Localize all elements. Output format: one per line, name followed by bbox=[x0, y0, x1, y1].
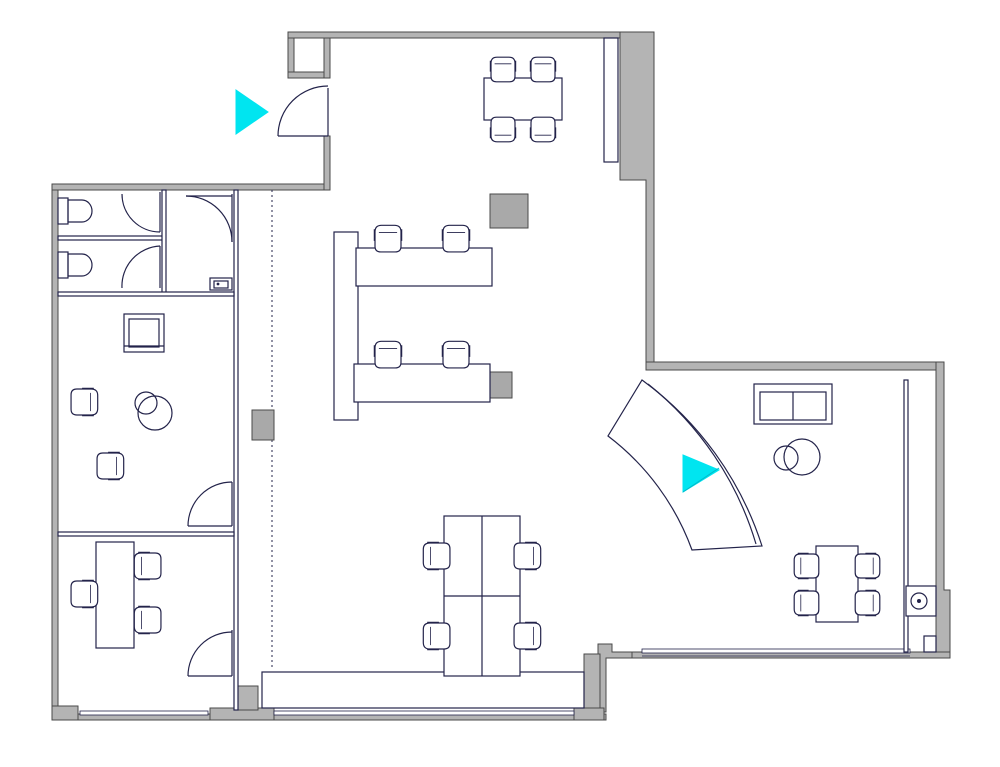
workstation-desk bbox=[355, 247, 493, 287]
toilet-icon bbox=[57, 197, 93, 225]
chair-icon bbox=[133, 605, 162, 635]
workstation-desk bbox=[353, 363, 491, 403]
chair-icon bbox=[793, 589, 820, 617]
desk-cluster bbox=[443, 515, 521, 677]
doors bbox=[121, 85, 329, 677]
chair-icon bbox=[489, 116, 517, 143]
sink-icon bbox=[209, 277, 233, 291]
door-swing-icon[interactable] bbox=[121, 192, 161, 233]
armchair-icon bbox=[123, 313, 165, 353]
chair-icon bbox=[96, 451, 125, 481]
sink-icon bbox=[905, 585, 937, 617]
toilet-icon bbox=[57, 251, 93, 279]
exterior-walls bbox=[51, 31, 951, 721]
windows bbox=[79, 648, 911, 716]
round-table-icon bbox=[134, 391, 173, 431]
chair-icon bbox=[70, 387, 99, 417]
arrow-marker-icon bbox=[235, 89, 269, 135]
chair-icon bbox=[513, 541, 542, 571]
office-desk bbox=[95, 541, 135, 649]
wc-fixtures bbox=[57, 197, 233, 291]
interior-partitions bbox=[57, 189, 937, 711]
chair-icon bbox=[441, 340, 471, 369]
entrance-markers bbox=[235, 89, 721, 493]
chair-icon bbox=[489, 56, 517, 83]
chair-icon bbox=[441, 224, 471, 253]
door-swing-icon[interactable] bbox=[187, 630, 233, 677]
door-swing-icon[interactable] bbox=[187, 481, 233, 527]
chair-icon bbox=[133, 551, 162, 581]
arrow-marker-icon bbox=[682, 454, 721, 493]
chair-icon bbox=[854, 552, 881, 580]
door-swing-icon[interactable] bbox=[277, 85, 329, 137]
chair-icon bbox=[529, 116, 557, 143]
round-table-icon bbox=[773, 438, 821, 476]
chair-icon bbox=[793, 552, 820, 580]
door-swing-icon[interactable] bbox=[185, 194, 233, 243]
chair-icon bbox=[422, 621, 451, 651]
chair-icon bbox=[70, 579, 99, 609]
chair-icon bbox=[373, 340, 403, 369]
columns bbox=[251, 193, 529, 441]
door-swing-icon[interactable] bbox=[121, 245, 161, 289]
dining-table bbox=[815, 545, 859, 623]
chair-icon bbox=[422, 541, 451, 571]
meeting-table bbox=[483, 77, 563, 121]
chair-icon bbox=[854, 589, 881, 617]
chair-icon bbox=[373, 224, 403, 253]
chair-icon bbox=[513, 621, 542, 651]
chair-icon bbox=[529, 56, 557, 83]
furniture bbox=[70, 56, 937, 677]
sofa-icon bbox=[753, 383, 833, 425]
